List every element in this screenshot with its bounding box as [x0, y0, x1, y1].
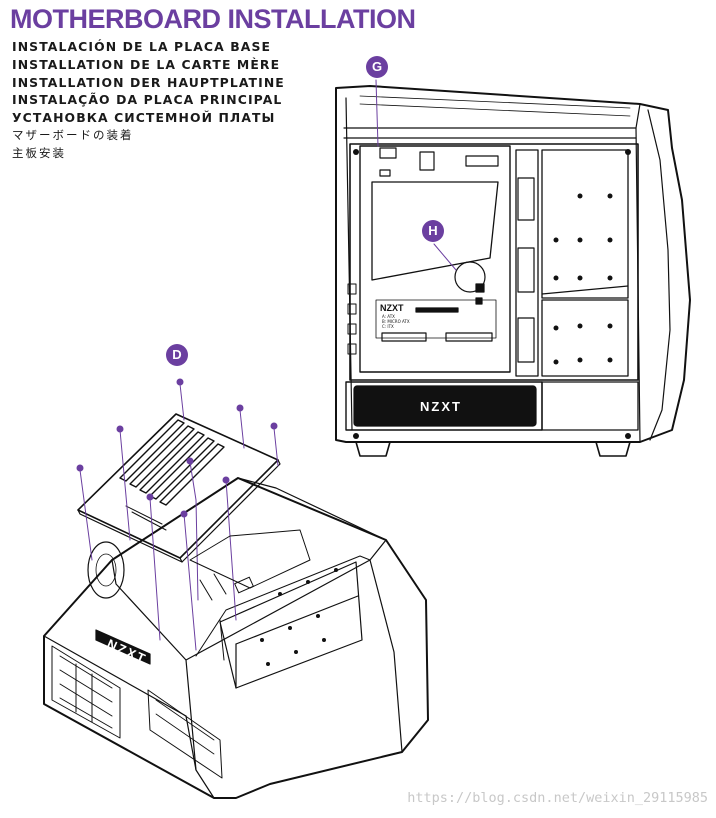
callout-g: G	[366, 56, 388, 78]
title-zh: 主板安装	[12, 145, 66, 160]
board-label-itx: C: ITX	[382, 324, 394, 329]
title-fr: INSTALLATION DE LA CARTE MÈRE	[12, 56, 281, 72]
page-title: MOTHERBOARD INSTALLATION	[10, 4, 416, 34]
board-logo: NZXT	[380, 303, 404, 313]
title-es: INSTALACIÓN DE LA PLACA BASE	[12, 39, 272, 54]
standoff-screw-icon	[76, 378, 278, 518]
case-side-view: NZXT A: ATX B: MICRO ATX C: ITX NZXT	[335, 79, 691, 457]
case-side-logo: NZXT	[105, 636, 149, 667]
board-label-atx: A: ATX	[382, 314, 395, 319]
callout-h: H	[422, 220, 444, 242]
board-label-matx: B: MICRO ATX	[382, 319, 410, 324]
title-translations: INSTALACIÓN DE LA PLACA BASE INSTALLATIO…	[12, 38, 285, 163]
title-ja: マザーボードの装着	[12, 127, 134, 142]
title-ru: УСТАНОВКА СИСТЕМНОЙ ПЛАТЫ	[12, 110, 276, 126]
case-front-logo: NZXT	[420, 399, 462, 414]
callout-d: D	[166, 344, 188, 366]
watermark: https://blog.csdn.net/weixin_29115985	[407, 790, 708, 806]
title-de: INSTALLATION DER HAUPTPLATINE	[12, 74, 285, 90]
title-pt: INSTALAÇÃO DA PLACA PRINCIPAL	[12, 92, 283, 108]
